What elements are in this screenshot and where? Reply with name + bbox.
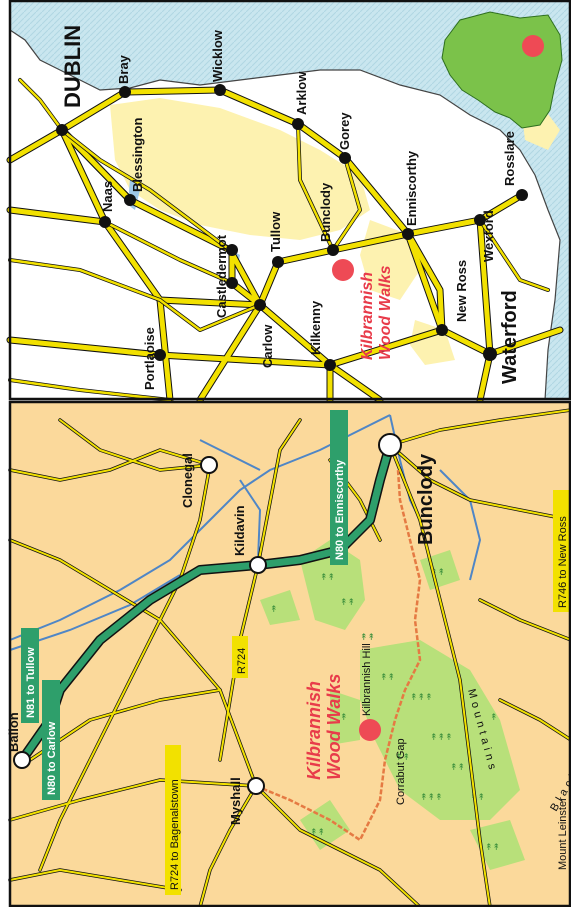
forest-symbols: ↟↟↟↟ ↟↟↟↟↟ ↟↟↟↟↟ ↟↟↟↟↟ ↟↟↟ ↟↟↟ ↟↟↟↟ ↟↟↟	[270, 568, 500, 853]
town-label-arklow: Arklow	[294, 71, 309, 115]
place-label-corrabut-gap: Corrabut Gap	[395, 738, 407, 805]
walking-trail	[255, 469, 422, 842]
town-circle-bunclody	[378, 433, 402, 457]
town-label-kilkenny: Kilkenny	[308, 300, 323, 355]
road-label-n81-tullow: N81 to Tullow	[25, 647, 37, 718]
highlight-label-bottom: Kilbrannish Wood Walks	[304, 674, 344, 780]
road-label-r724: R724	[236, 648, 248, 674]
wicklow-mountains	[110, 98, 370, 240]
forest-areas	[260, 540, 525, 870]
svg-text:↟↟: ↟↟	[450, 763, 465, 773]
svg-text:↟↟: ↟↟	[360, 633, 375, 643]
place-label-kilbrannish-hill: Kilbrannish Hill	[361, 643, 373, 716]
top-map-frame	[8, 0, 571, 401]
town-label-naas: Naas	[100, 181, 115, 212]
town-circle-clonegal	[200, 456, 218, 474]
town-label-waterford: Waterford	[499, 290, 521, 384]
town-label-carlow: Carlow	[260, 324, 275, 368]
town-label-bray: Bray	[116, 54, 131, 84]
svg-text:↟↟: ↟↟	[340, 598, 355, 608]
ireland-inset	[441, 11, 563, 129]
svg-text:↟↟↟: ↟↟↟	[410, 693, 433, 703]
town-label-myshall: Myshall	[228, 777, 243, 825]
road-label-n80-enniscorthy: N80 to Enniscorthy	[334, 459, 346, 560]
town-label-clonegal: Clonegal	[180, 453, 195, 508]
inset-marker-icon	[522, 35, 544, 57]
road-label-plates	[21, 410, 569, 895]
svg-text:↟↟: ↟↟	[320, 573, 335, 583]
town-label-wicklow: Wicklow	[210, 29, 225, 82]
town-circle-myshall	[247, 777, 265, 795]
road-label-r746-new-ross: R746 to New Ross	[557, 516, 569, 608]
town-label-bunclody: Bunclody	[415, 453, 437, 545]
svg-text:↟↟: ↟↟	[470, 793, 485, 803]
svg-text:↟↟: ↟↟	[380, 673, 395, 683]
svg-text:↟↟: ↟↟	[395, 753, 410, 763]
svg-text:↟: ↟	[270, 605, 278, 615]
town-dot	[56, 124, 68, 136]
town-label-bunclody: Bunclody	[318, 182, 333, 242]
town-label-castledermot: Castledermot	[214, 234, 229, 318]
svg-text:↟↟: ↟↟	[430, 568, 445, 578]
town-label-gorey: Gorey	[337, 112, 352, 150]
road-label-r724-bagenalstown: R724 to Bagenalstown	[169, 779, 181, 890]
town-label-blessington: Blessington	[130, 118, 145, 192]
town-label-ballon: Ballon	[6, 712, 21, 752]
svg-text:↟↟↟: ↟↟↟	[420, 793, 443, 803]
town-label-enniscorthy: Enniscorthy	[404, 150, 419, 226]
svg-text:↟↟: ↟↟	[310, 828, 325, 838]
town-dots	[99, 84, 528, 371]
town-label-wexford: Wexford	[481, 210, 496, 262]
road-label-n80-carlow: N80 to Carlow	[46, 721, 58, 795]
svg-text:↟: ↟	[490, 713, 498, 723]
town-label-new-ross: New Ross	[454, 260, 469, 322]
town-circle-kildavin	[249, 556, 267, 574]
destination-marker-icon	[332, 259, 354, 281]
place-label-mount-leinster: Mount Leinster	[557, 797, 569, 870]
local-map: ↟↟↟↟ ↟↟↟↟↟ ↟↟↟↟↟ ↟↟↟↟↟ ↟↟↟ ↟↟↟ ↟↟↟↟ ↟↟↟	[6, 402, 571, 907]
svg-text:↟↟↟: ↟↟↟	[430, 733, 453, 743]
svg-text:↟: ↟	[340, 713, 348, 723]
town-label-kildavin: Kildavin	[232, 505, 247, 556]
svg-text:↟↟: ↟↟	[485, 843, 500, 853]
town-label-portlaoise: Portlaoise	[142, 327, 157, 390]
town-circle-ballon	[13, 751, 31, 769]
town-label-dublin: DUBLIN	[60, 25, 85, 108]
town-label-tullow: Tullow	[268, 211, 283, 252]
town-label-rosslare: Rosslare	[502, 131, 517, 186]
destination-marker-icon	[359, 719, 381, 741]
bottom-map-frame	[8, 400, 571, 907]
highlight-label-top: Kilbrannish Wood Walks	[359, 265, 394, 360]
